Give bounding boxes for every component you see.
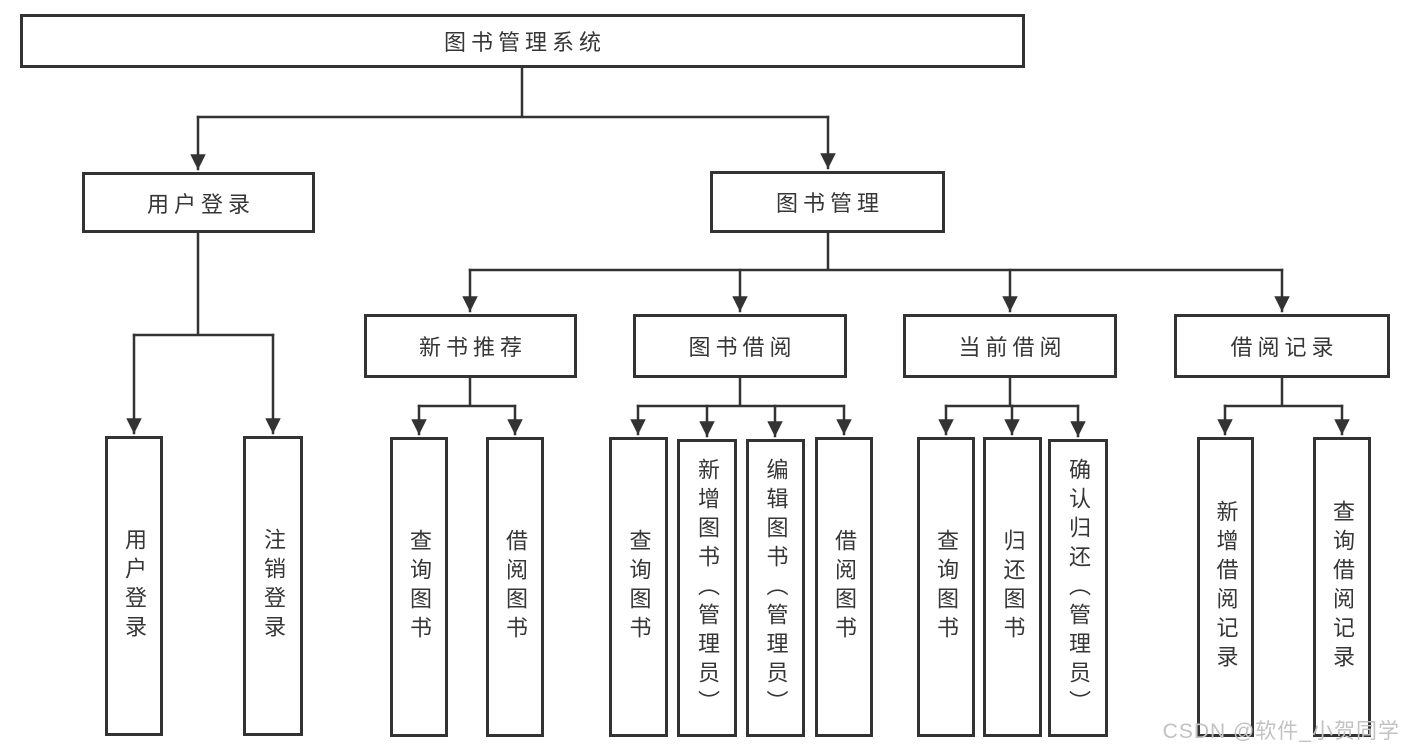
connector-user-login-trunk <box>132 231 275 337</box>
leaf-query-borrow-record: 查询借阅记录 <box>1313 437 1371 737</box>
leaf-add-borrow-record: 新增借阅记录 <box>1197 437 1254 737</box>
leaf-add-book-admin: 新增图书（管理员） <box>677 439 737 737</box>
leaf-user-login: 用户登录 <box>105 436 163 736</box>
node-book-borrowing: 图书借阅 <box>633 314 847 378</box>
leaf-query-books-recommend: 查询图书 <box>390 437 448 737</box>
leaf-confirm-return-admin: 确认归还（管理员） <box>1048 439 1108 737</box>
leaf-logout-login: 注销登录 <box>243 436 303 736</box>
csdn-watermark: CSDN @软件_小贺同学 <box>1162 720 1400 743</box>
connector-new-book-trunk <box>417 376 517 408</box>
connector-borrow-records-trunk <box>1223 376 1344 408</box>
leaf-query-books-borrowing: 查询图书 <box>609 437 668 737</box>
node-new-book-recommend: 新书推荐 <box>364 314 577 378</box>
node-borrowing-records: 借阅记录 <box>1174 314 1390 378</box>
leaf-return-books: 归还图书 <box>983 437 1042 737</box>
node-current-borrowing: 当前借阅 <box>903 314 1117 378</box>
connector-book-borrow-trunk <box>636 376 846 408</box>
leaf-borrow-books-borrowing: 借阅图书 <box>815 437 873 737</box>
leaf-query-books-current: 查询图书 <box>917 437 975 737</box>
connector-current-borrow-trunk <box>944 376 1080 408</box>
node-user-login: 用户登录 <box>82 172 315 233</box>
node-book-management: 图书管理 <box>710 171 945 233</box>
leaf-edit-book-admin: 编辑图书（管理员） <box>746 439 805 737</box>
node-library-management-system: 图书管理系统 <box>20 14 1025 68</box>
connector-book-mgmt-trunk <box>468 231 1284 272</box>
leaf-borrow-books-recommend: 借阅图书 <box>486 437 544 737</box>
connector-root-trunk <box>196 66 830 119</box>
